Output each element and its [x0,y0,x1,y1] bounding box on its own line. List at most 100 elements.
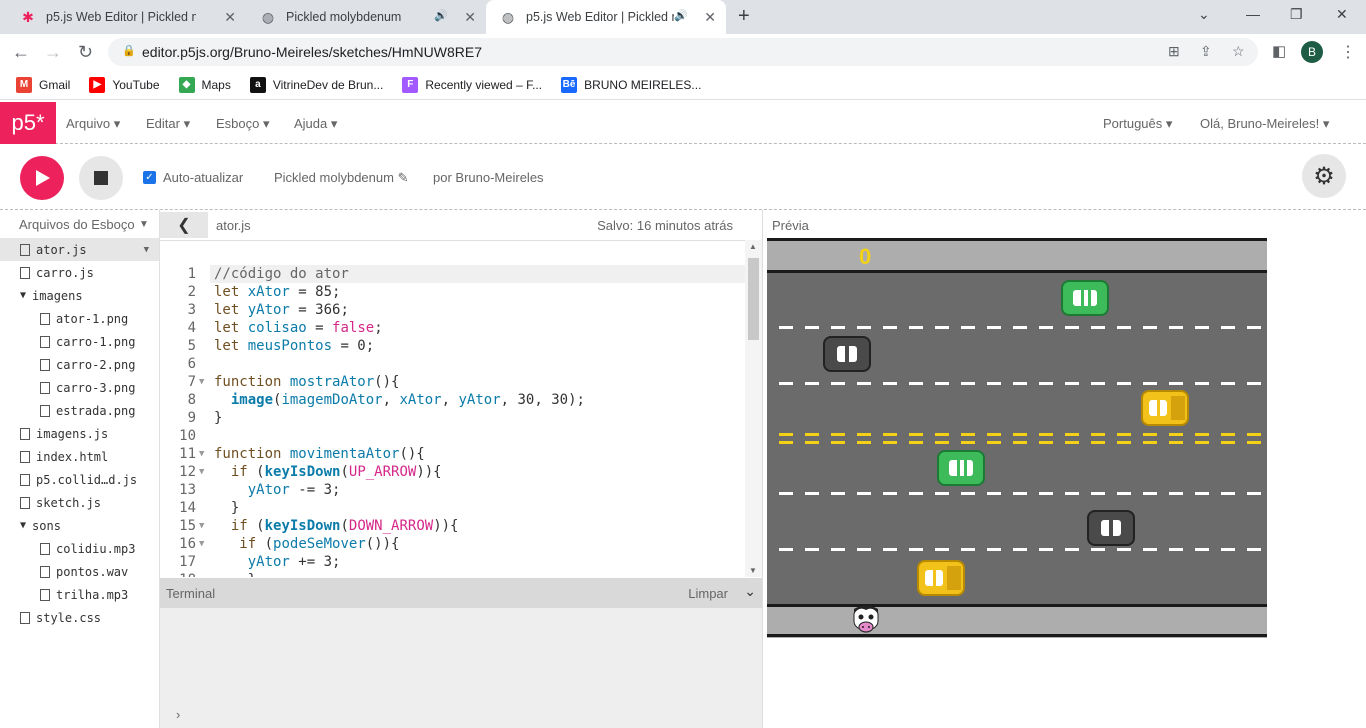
side-panel-icon[interactable]: ◧ [1272,43,1287,60]
fold-icon[interactable]: ▼ [199,377,205,387]
auto-refresh-toggle[interactable]: ✓ Auto-atualizar [143,170,243,185]
translate-icon[interactable]: ⊞ [1168,43,1180,59]
play-button[interactable] [20,156,64,200]
scroll-down-icon[interactable]: ▼ [749,566,757,575]
speaker-icon[interactable]: 🔊 [434,10,448,22]
folder-item[interactable]: ▼sons [0,514,159,537]
minimize-icon[interactable]: — [1246,6,1260,22]
fold-icon[interactable]: ▼ [199,449,205,459]
collapse-sidebar-button[interactable]: ❮ [160,212,208,238]
settings-button[interactable]: ⚙ [1302,154,1346,198]
code-line[interactable]: 14 } [160,499,760,517]
file-item[interactable]: ator-1.png [0,307,159,330]
file-item[interactable]: carro.js [0,261,159,284]
file-options-icon[interactable]: ▼ [143,244,149,255]
fold-icon[interactable]: ▼ [199,521,205,531]
account-menu[interactable]: Olá, Bruno-Meireles! ▾ [1200,116,1330,131]
close-tab-icon[interactable]: ✕ [704,9,716,25]
stop-button[interactable] [79,156,123,200]
menu-editar[interactable]: Editar ▾ [146,116,191,131]
console-prompt[interactable]: › [176,707,181,722]
menu-ajuda[interactable]: Ajuda ▾ [294,116,338,131]
url-bar[interactable]: 🔒 editor.p5js.org/Bruno-Meireles/sketche… [108,38,1258,66]
url-text[interactable]: editor.p5js.org/Bruno-Meireles/sketches/… [142,44,483,60]
code-line[interactable]: 8 image(imagemDoAtor, xAtor, yAtor, 30, … [160,391,760,409]
file-item[interactable]: style.css [0,606,159,629]
tab-search-icon[interactable]: ⌄ [1198,6,1210,22]
bookmark-star-icon[interactable]: ☆ [1232,43,1245,59]
bookmark-youtube[interactable]: ▶YouTube [89,76,160,93]
clear-console-button[interactable]: Limpar [688,586,728,601]
code-line[interactable]: 1//código do ator [160,265,760,283]
scrollbar-thumb[interactable] [748,258,759,340]
lock-icon[interactable]: 🔒 [122,45,136,57]
preview-canvas[interactable]: 0 [767,238,1267,638]
code-line[interactable]: 13 yAtor -= 3; [160,481,760,499]
reload-icon[interactable]: ↻ [78,42,94,62]
chevron-down-icon[interactable]: ▼ [139,218,149,230]
code-line[interactable]: 6 [160,355,760,373]
bookmark-maps[interactable]: ◆Maps [178,76,231,93]
code-line[interactable]: 16▼ if (podeSeMover()){ [160,535,760,553]
file-item[interactable]: colidiu.mp3 [0,537,159,560]
speaker-icon[interactable]: 🔊 [674,10,688,22]
fold-icon[interactable]: ▼ [199,539,205,549]
code-line[interactable]: 18 } [160,571,760,577]
file-item[interactable]: trilha.mp3 [0,583,159,606]
code-line[interactable]: 7▼function mostraAtor(){ [160,373,760,391]
pencil-icon[interactable]: ✎ [397,170,409,185]
code-line[interactable]: 11▼function movimentaAtor(){ [160,445,760,463]
browser-tab-3[interactable]: ◍ p5.js Web Editor | Pickled mo 🔊 ✕ [486,0,726,34]
scroll-up-icon[interactable]: ▲ [749,242,757,251]
close-tab-icon[interactable]: ✕ [224,9,236,25]
restore-icon[interactable]: ❐ [1290,6,1303,22]
file-item[interactable]: estrada.png [0,399,159,422]
kebab-menu-icon[interactable]: ⋮ [1340,44,1356,61]
checkbox-checked-icon[interactable]: ✓ [143,171,156,184]
sketch-author[interactable]: por Bruno-Meireles [433,170,544,185]
file-item[interactable]: pontos.wav [0,560,159,583]
new-tab-icon[interactable]: + [738,5,750,27]
fold-icon[interactable]: ▼ [199,467,205,477]
code-line[interactable]: 10 [160,427,760,445]
folder-expanded-icon[interactable]: ▼ [20,520,27,531]
close-tab-icon[interactable]: ✕ [464,9,476,25]
code-line[interactable]: 12▼ if (keyIsDown(UP_ARROW)){ [160,463,760,481]
file-item[interactable]: index.html [0,445,159,468]
forward-icon[interactable]: → [44,42,62,62]
browser-tab-2[interactable]: ◍ Pickled molybdenum 🔊 ✕ [246,0,486,34]
editor-scrollbar[interactable]: ▲ ▼ [745,240,762,577]
file-item[interactable]: carro-2.png [0,353,159,376]
profile-avatar[interactable]: B [1301,41,1323,63]
menu-arquivo[interactable]: Arquivo ▾ [66,116,121,131]
folder-expanded-icon[interactable]: ▼ [20,290,27,301]
code-line[interactable]: 9} [160,409,760,427]
folder-item[interactable]: ▼imagens [0,284,159,307]
code-line[interactable]: 15▼ if (keyIsDown(DOWN_ARROW)){ [160,517,760,535]
file-item[interactable]: carro-1.png [0,330,159,353]
close-window-icon[interactable]: ✕ [1336,6,1348,22]
sketch-name[interactable]: Pickled molybdenum ✎ [274,170,408,186]
menu-esboco[interactable]: Esboço ▾ [216,116,270,131]
sidebar-header[interactable]: Arquivos do Esboço▼ [0,210,159,238]
file-item[interactable]: ator.js▼ [0,238,159,261]
back-icon[interactable]: ← [12,42,30,62]
language-menu[interactable]: Português ▾ [1103,116,1173,131]
chevron-down-icon[interactable]: ⌄ [744,583,756,599]
panel-divider[interactable] [762,210,763,728]
file-item[interactable]: p5.collid…d.js [0,468,159,491]
code-line[interactable]: 17 yAtor += 3; [160,553,760,571]
file-item[interactable]: sketch.js [0,491,159,514]
file-item[interactable]: imagens.js [0,422,159,445]
p5-logo[interactable]: p5* [0,102,56,144]
browser-tab-1[interactable]: ✱ p5.js Web Editor | Pickled molybd ✕ [6,0,246,34]
